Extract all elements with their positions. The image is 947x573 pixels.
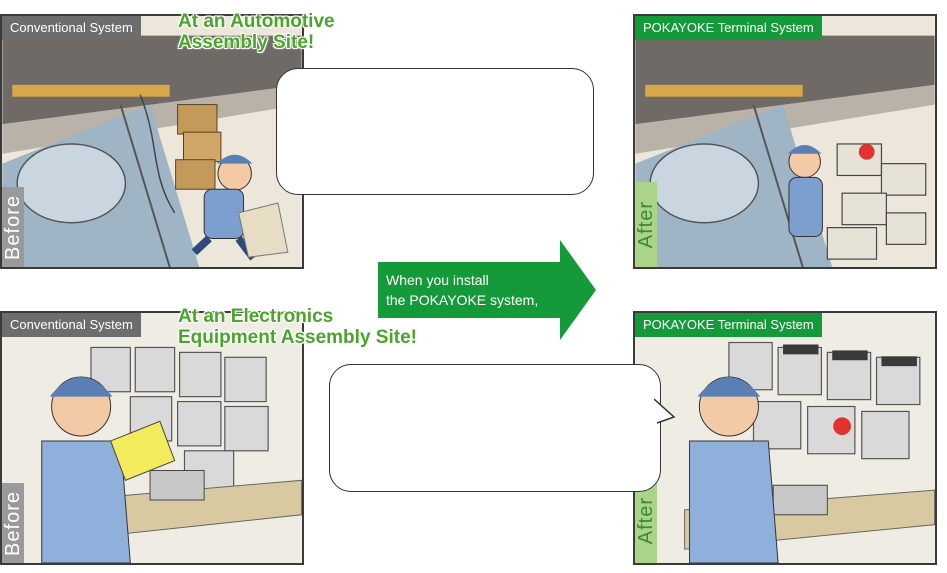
electronics-after-illustration — [635, 313, 935, 563]
install-arrow-line-1: When you install — [386, 272, 489, 288]
conventional-system-tab: Conventional System — [2, 16, 141, 40]
green-arrow-shape — [378, 240, 596, 340]
panel-electronics-after: POKAYOKE Terminal System After — [633, 311, 937, 565]
electronics-bench-illustration — [2, 313, 302, 563]
panel-electronics-before: Conventional System Before — [0, 311, 304, 565]
install-arrow-text: When you install the POKAYOKE system, — [386, 270, 538, 310]
automotive-after-illustration — [635, 16, 935, 267]
after-label-bar: After — [635, 478, 657, 563]
after-label: After — [634, 496, 657, 545]
after-label: After — [634, 200, 657, 249]
conventional-system-tab: Conventional System — [2, 313, 141, 337]
speech-bubble-top — [276, 68, 594, 195]
before-label: Before — [1, 490, 24, 556]
pokayoke-terminal-tab: POKAYOKE Terminal System — [635, 16, 822, 40]
electronics-heading-line-1: At an Electronics — [178, 306, 334, 327]
electronics-heading: At an Electronics Equipment Assembly Sit… — [178, 306, 417, 348]
speech-bubble-bottom-tail — [654, 398, 676, 424]
before-label: Before — [1, 194, 24, 260]
speech-bubble-bottom — [329, 364, 661, 492]
panel-automotive-after: POKAYOKE Terminal System After — [633, 14, 937, 269]
electronics-heading-line-2: Equipment Assembly Site! — [178, 327, 417, 348]
after-label-bar: After — [635, 182, 657, 267]
automotive-heading-line-1: At an Automotive — [178, 11, 335, 32]
automotive-line-illustration — [2, 16, 302, 267]
before-label-bar: Before — [2, 187, 24, 267]
install-arrow: When you install the POKAYOKE system, — [378, 240, 596, 340]
panel-automotive-before: Conventional System Before — [0, 14, 304, 269]
install-arrow-line-2: the POKAYOKE system, — [386, 292, 539, 308]
automotive-heading-line-2: Assembly Site! — [178, 32, 315, 53]
before-label-bar: Before — [2, 483, 24, 563]
automotive-heading: At an Automotive Assembly Site! — [178, 11, 335, 53]
pokayoke-terminal-tab: POKAYOKE Terminal System — [635, 313, 822, 337]
